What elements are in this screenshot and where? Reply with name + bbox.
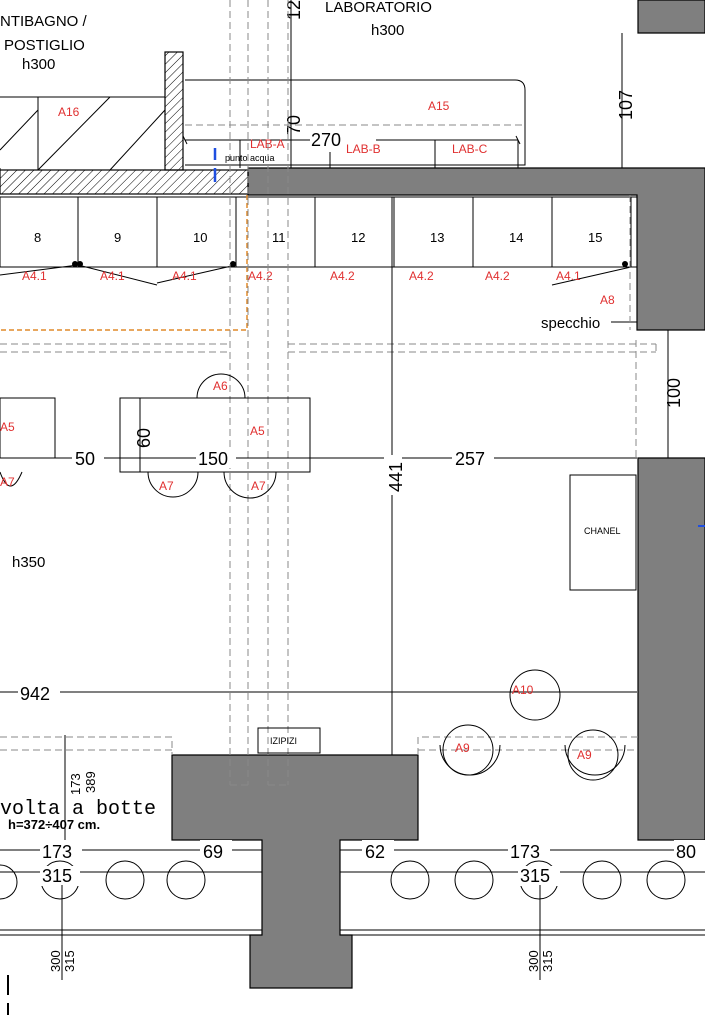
module-code: A4.2	[485, 269, 510, 283]
module-code: A4.1	[172, 269, 197, 283]
code-lab-b: LAB-B	[346, 142, 381, 156]
module-number: 14	[509, 230, 523, 245]
antibagno-label: NTIBAGNO /	[0, 13, 88, 30]
dim-173-right: 173	[510, 842, 540, 862]
laboratorio-label: LABORATORIO	[325, 0, 432, 16]
dim-50: 50	[75, 449, 95, 469]
module-row: 8 9 10 11 12 13 14 15 A4.1 A4.1 A4.1 A4.2 A4.2 A4.2 A…	[0, 196, 638, 286]
vault-height: h=372÷407 cm.	[8, 817, 100, 832]
code-a7-left: A7	[0, 475, 15, 489]
dim-70: 70	[284, 115, 304, 135]
dim-300-right: 300	[526, 950, 541, 972]
izipizi-label: IZIPIZI	[270, 736, 297, 746]
module-number: 13	[430, 230, 444, 245]
dim-270: 270	[311, 130, 341, 150]
code-a5: A5	[250, 424, 265, 438]
dim-80: 80	[676, 842, 696, 862]
code-a7b: A7	[251, 479, 266, 493]
right-wall-lower	[637, 457, 705, 841]
dim-315-right-v: 315	[540, 950, 555, 972]
module-code: A4.1	[100, 269, 125, 283]
module-code: A4.2	[248, 269, 273, 283]
module-code: A4.2	[330, 269, 355, 283]
code-a7a: A7	[159, 479, 174, 493]
dim-60: 60	[134, 428, 154, 448]
module-number: 9	[114, 230, 121, 245]
code-a5-left: A5	[0, 420, 15, 434]
code-a10: A10	[512, 683, 534, 697]
module-number: 8	[34, 230, 41, 245]
dim-441: 441	[386, 462, 406, 492]
dim-315-left: 315	[42, 866, 72, 886]
punto-acqua-label: punto acqua	[225, 153, 275, 163]
right-wall-upper	[247, 167, 705, 331]
dim-62: 62	[365, 842, 385, 862]
code-lab-c: LAB-C	[452, 142, 488, 156]
module-code: A4.1	[556, 269, 581, 283]
code-a8: A8	[600, 293, 615, 307]
hatched-wall	[0, 169, 249, 195]
postiglio-label: POSTIGLIO	[4, 37, 85, 54]
dim-389: 389	[83, 771, 98, 793]
dim-100: 100	[664, 378, 684, 408]
dim-315-left-v: 315	[62, 950, 77, 972]
antibagno-height: h300	[22, 56, 55, 73]
dim-107: 107	[616, 90, 636, 120]
specchio-label: specchio	[541, 315, 600, 332]
dim-12: 12	[284, 0, 304, 20]
dim-300-left: 300	[48, 950, 63, 972]
dim-150: 150	[198, 449, 228, 469]
central-pillar	[171, 754, 419, 989]
code-a6: A6	[213, 379, 228, 393]
vault-label: volta a botte	[0, 798, 156, 821]
module-code: A4.1	[22, 269, 47, 283]
hatched-partition	[164, 51, 184, 171]
main-room-height: h350	[12, 554, 45, 571]
laboratorio-height: h300	[371, 22, 404, 39]
code-a15: A15	[428, 99, 450, 113]
dim-257: 257	[455, 449, 485, 469]
dim-173-vertical: 173	[68, 773, 83, 795]
code-lab-a: LAB-A	[250, 137, 285, 151]
module-number: 12	[351, 230, 365, 245]
dim-942: 942	[20, 684, 50, 704]
dim-315-right: 315	[520, 866, 550, 886]
chanel-label: CHANEL	[584, 526, 621, 536]
top-right-wall	[637, 0, 705, 34]
code-a16: A16	[58, 105, 80, 119]
module-number: 11	[272, 230, 286, 245]
module-number: 10	[193, 230, 207, 245]
code-a9b: A9	[577, 748, 592, 762]
module-number: 15	[588, 230, 602, 245]
dim-69: 69	[203, 842, 223, 862]
code-a9a: A9	[455, 741, 470, 755]
dim-173-left: 173	[42, 842, 72, 862]
module-code: A4.2	[409, 269, 434, 283]
